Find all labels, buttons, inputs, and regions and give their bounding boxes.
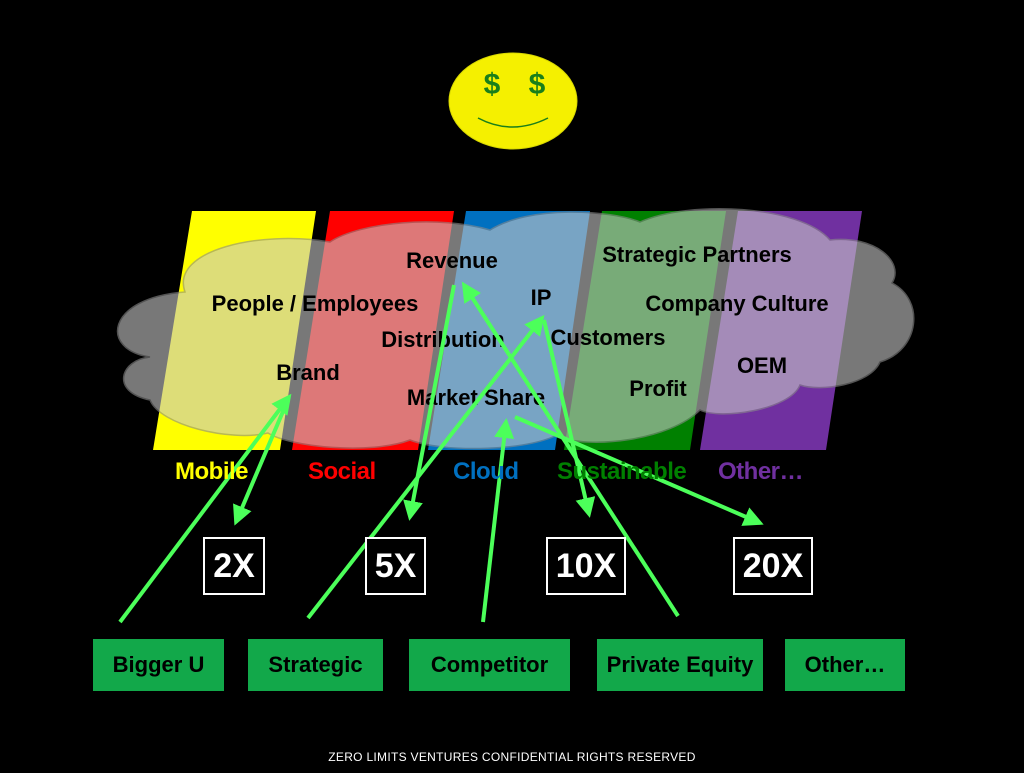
buyer-other: Other… (785, 639, 905, 691)
smiley-mouth (477, 117, 549, 128)
buyer-competitor: Competitor (409, 639, 570, 691)
driver-people-employees: People / Employees (212, 291, 419, 316)
smiley-face-icon: $ $ (448, 52, 578, 150)
driver-ip: IP (531, 285, 552, 310)
smiley-eye-right: $ (529, 68, 546, 101)
driver-market-share: Market Share (407, 385, 545, 410)
smiley-eye-left: $ (484, 68, 501, 101)
value-cloud-shape (116, 208, 915, 450)
buyer-strategic: Strategic (248, 639, 383, 691)
arrow-ip-to-10x (542, 319, 596, 518)
arrow-bigger-u-to-brand (118, 393, 292, 624)
category-label-social: Social (308, 458, 376, 485)
arrow-pe-to-revenue (461, 281, 680, 618)
multiple-2x: 2X (203, 537, 265, 595)
arrow-strategic-to-ip (306, 314, 545, 620)
buyer-bigger-u: Bigger U (93, 639, 224, 691)
category-label-mobile: Mobile (175, 458, 249, 485)
arrow-brand-to-2x (233, 401, 289, 526)
category-label-cloud: Cloud (453, 458, 519, 485)
arrow-market-share-to-20x (514, 415, 764, 526)
footer-confidential: ZERO LIMITS VENTURES CONFIDENTIAL RIGHTS… (328, 750, 696, 764)
category-label-sustainable: Sustainable (557, 458, 687, 485)
driver-profit: Profit (629, 376, 687, 401)
buyer-private-equity: Private Equity (597, 639, 763, 691)
arrow-revenue-to-5x (403, 284, 456, 521)
driver-customers: Customers (551, 325, 666, 350)
driver-brand: Brand (276, 360, 340, 385)
arrows (118, 281, 764, 624)
driver-strategic-partners: Strategic Partners (602, 242, 792, 267)
smiley-face (448, 52, 578, 150)
arrow-competitor-to-market-share (481, 418, 515, 623)
driver-oem: OEM (737, 353, 787, 378)
driver-revenue: Revenue (406, 248, 498, 273)
value-drivers: Revenue Strategic Partners People / Empl… (212, 242, 829, 410)
multiple-5x: 5X (365, 537, 426, 595)
category-label-other: Other… (718, 458, 804, 485)
multiple-10x: 10X (546, 537, 626, 595)
multiple-20x: 20X (733, 537, 813, 595)
driver-company-culture: Company Culture (645, 291, 828, 316)
